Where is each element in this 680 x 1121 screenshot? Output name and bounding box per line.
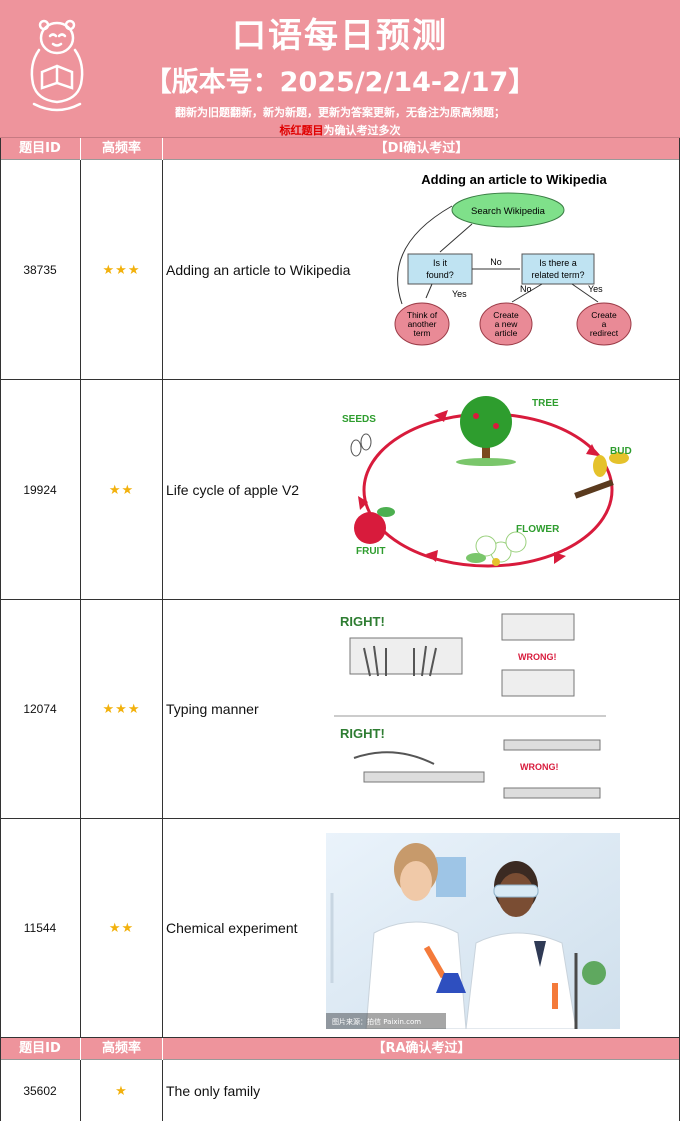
- node-q2-line1: Is there a: [539, 258, 577, 268]
- table-row: 12074 ★★★ Typing manner RIGHT! WRONG! RI…: [0, 600, 680, 819]
- frequency-stars: ★★★: [81, 600, 163, 818]
- col-id-header: 题目ID: [0, 138, 81, 160]
- page-header: 口语每日预测 【版本号：2025/2/14-2/17】 翻新为旧题翻新，新为新题…: [0, 0, 680, 138]
- highlight-note: 标红题目为确认考过多次: [0, 122, 680, 138]
- edge-yes-1: Yes: [452, 289, 467, 299]
- question-id: 35602: [0, 1060, 81, 1121]
- node-r1-line2: another: [408, 319, 437, 329]
- table-row: 19924 ★★ Life cycle of apple V2 TREE BUD…: [0, 380, 680, 600]
- node-r1-line1: Think of: [407, 310, 438, 320]
- node-q1-line2: found?: [426, 270, 454, 280]
- node-q2-line2: related term?: [531, 270, 584, 280]
- label-wrong-1: WRONG!: [518, 652, 557, 662]
- question-id: 19924: [0, 380, 81, 599]
- di-table-header: 题目ID 高频率 【DI确认考过】: [0, 138, 680, 160]
- col-title-header: 【DI确认考过】: [374, 141, 469, 156]
- table-row: 11544 ★★ Chemical experiment 图片来源：拍信 Pai…: [0, 819, 680, 1038]
- question-title: The only family: [166, 1082, 261, 1099]
- frequency-stars: ★: [81, 1060, 163, 1121]
- highlight-note-red: 标红题目: [279, 124, 324, 137]
- node-r2-line1: Create: [493, 310, 519, 320]
- table-left-border: [0, 138, 1, 1121]
- photo-watermark: 图片来源：拍信 Paixin.com: [332, 1017, 421, 1026]
- question-id: 38735: [0, 160, 81, 379]
- chemical-experiment-photo: 图片来源：拍信 Paixin.com: [326, 833, 620, 1029]
- highlight-note-rest: 为确认考过多次: [323, 124, 401, 137]
- version-label: 【版本号：2025/2/14-2/17】: [144, 67, 536, 98]
- table-row: 38735 ★★★ Adding an article to Wikipedia…: [0, 160, 680, 380]
- edge-no-1: No: [490, 257, 502, 267]
- page-title: 口语每日预测: [232, 16, 448, 56]
- frequency-stars: ★★: [81, 819, 163, 1037]
- col-freq-header: 高频率: [81, 1038, 163, 1060]
- chart-heading: Adding an article to Wikipedia: [421, 172, 607, 187]
- label-flower: FLOWER: [516, 524, 560, 535]
- node-search: Search Wikipedia: [471, 206, 546, 217]
- question-id: 11544: [0, 819, 81, 1037]
- label-tree: TREE: [532, 398, 559, 409]
- col-freq-header: 高频率: [81, 138, 163, 160]
- apple-lifecycle-image: TREE BUD FLOWER FRUIT SEEDS: [336, 392, 642, 584]
- question-title: Adding an article to Wikipedia: [166, 261, 351, 278]
- question-title: Life cycle of apple V2: [166, 481, 300, 498]
- beaver-reading-icon: [30, 19, 84, 112]
- node-r2-line2: a new: [495, 319, 519, 329]
- node-r3-line1: Create: [591, 310, 617, 320]
- legend-note: 翻新为旧题翻新，新为新题，更新为答案更新，无备注为原高频题；: [175, 106, 505, 119]
- node-r3-line3: redirect: [590, 328, 619, 338]
- table-row: 35602 ★ The only family: [0, 1060, 680, 1121]
- label-fruit: FRUIT: [356, 546, 385, 557]
- node-q1-line1: Is it: [433, 258, 448, 268]
- edge-no-2: No: [520, 284, 532, 294]
- question-title: Typing manner: [166, 701, 259, 717]
- label-bud: BUD: [610, 446, 632, 457]
- frequency-stars: ★★: [81, 380, 163, 599]
- wikipedia-flowchart-image: Adding an article to Wikipedia Search Wi…: [372, 166, 656, 362]
- label-seeds: SEEDS: [342, 414, 376, 425]
- label-right-2: RIGHT!: [340, 726, 385, 741]
- node-r1-line3: term: [414, 328, 431, 338]
- col-id-header: 题目ID: [0, 1038, 81, 1060]
- node-r3-line2: a: [602, 319, 607, 329]
- frequency-stars: ★★★: [81, 160, 163, 379]
- typing-manner-image: RIGHT! WRONG! RIGHT! WRONG!: [334, 608, 606, 808]
- label-right-1: RIGHT!: [340, 614, 385, 629]
- col-title-header: 【RA确认考过】: [372, 1041, 471, 1056]
- edge-yes-2: Yes: [588, 284, 603, 294]
- node-r2-line3: article: [495, 328, 518, 338]
- question-title: Chemical experiment: [166, 920, 298, 936]
- question-id: 12074: [0, 600, 81, 818]
- label-wrong-2: WRONG!: [520, 762, 559, 772]
- ra-table-header: 题目ID 高频率 【RA确认考过】: [0, 1038, 680, 1060]
